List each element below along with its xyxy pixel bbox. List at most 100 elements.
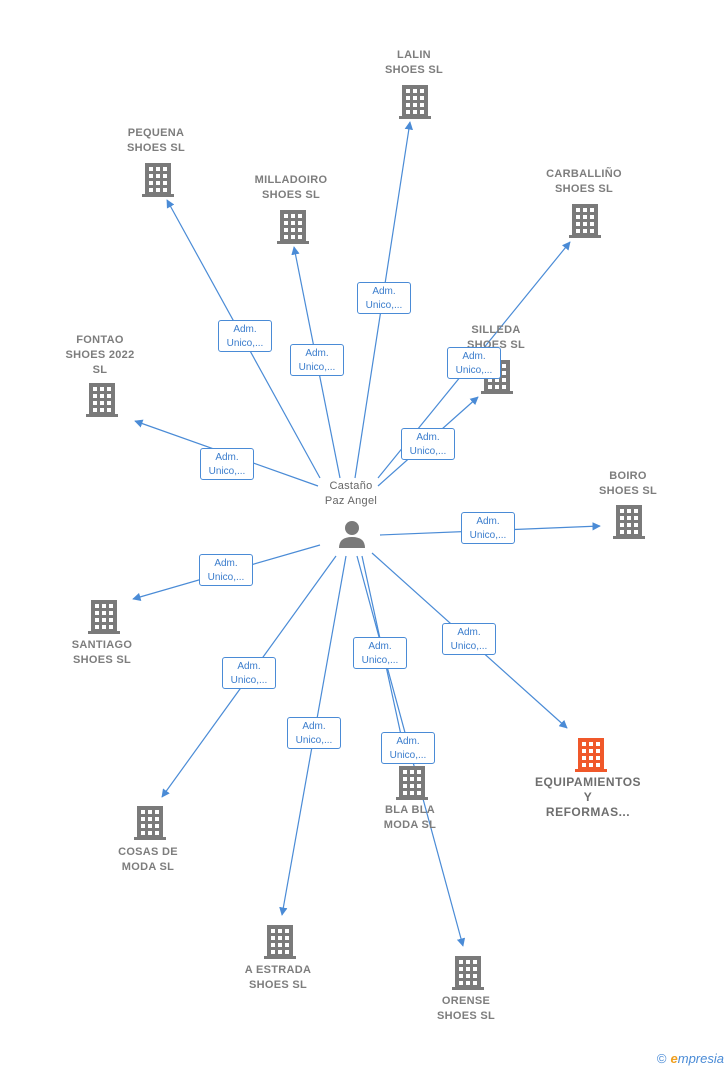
role-label-line1: Adm.	[214, 558, 238, 569]
company-nodes	[86, 85, 645, 990]
company-label-line: SILLEDA	[471, 324, 521, 336]
company-label-line: SL	[92, 364, 108, 376]
role-label-line2: Unico,...	[208, 466, 246, 477]
person-name-label[interactable]: Castaño Paz Angel	[325, 479, 377, 509]
role-label-pequena[interactable]: Adm. Unico,...	[218, 320, 272, 352]
company-label-line: CARBALLIÑO	[546, 168, 622, 180]
role-label-line1: Adm.	[215, 452, 239, 463]
company-label-line: LALIN	[397, 49, 431, 61]
role-label-line2: Unico,...	[365, 300, 403, 311]
company-label-lalin[interactable]: LALIN SHOES SL	[385, 48, 443, 78]
role-label-line1: Adm.	[237, 661, 261, 672]
company-label-milladoiro[interactable]: MILLADOIRO SHOES SL	[255, 173, 328, 203]
role-label-line1: Adm.	[233, 324, 257, 335]
company-label-line: PEQUENA	[127, 127, 185, 139]
company-label-orense[interactable]: ORENSE SHOES SL	[437, 994, 495, 1024]
role-label-line1: Adm.	[305, 348, 329, 359]
role-label-milladoiro[interactable]: Adm. Unico,...	[290, 344, 344, 376]
role-label-estrada[interactable]: Adm. Unico,...	[287, 717, 341, 749]
company-label-cosas[interactable]: COSAS DE MODA SL	[118, 845, 178, 875]
company-label-line: SHOES SL	[554, 183, 614, 195]
person-name-line1: Castaño	[329, 480, 373, 492]
company-label-line: BLA BLA	[385, 804, 435, 816]
role-label-line2: Unico,...	[450, 641, 488, 652]
role-label-equipamientos[interactable]: Adm. Unico,...	[442, 623, 496, 655]
company-label-line: SHOES SL	[72, 654, 132, 666]
company-label-estrada[interactable]: A ESTRADA SHOES SL	[245, 963, 311, 993]
person-icon[interactable]	[339, 521, 365, 548]
building-icon-boiro[interactable]	[613, 505, 645, 539]
role-label-line2: Unico,...	[295, 735, 333, 746]
company-label-line: SHOES SL	[436, 1010, 496, 1022]
building-icon-fontao[interactable]	[86, 383, 118, 417]
company-label-line: COSAS DE	[118, 846, 178, 858]
person-name-line2: Paz Angel	[324, 495, 378, 507]
company-label-line: MODA SL	[121, 861, 175, 873]
role-label-lalin[interactable]: Adm. Unico,...	[357, 282, 411, 314]
building-icon-orense[interactable]	[452, 956, 484, 990]
role-label-santiago[interactable]: Adm. Unico,...	[199, 554, 253, 586]
company-label-line: SHOES SL	[248, 979, 308, 991]
role-label-fontao[interactable]: Adm. Unico,...	[200, 448, 254, 480]
company-label-carballino[interactable]: CARBALLIÑO SHOES SL	[546, 167, 622, 197]
role-label-line1: Adm.	[476, 516, 500, 527]
role-label-line1: Adm.	[368, 641, 392, 652]
company-label-line: MODA SL	[383, 819, 437, 831]
building-icon-cosas[interactable]	[134, 806, 166, 840]
building-icon-estrada[interactable]	[264, 925, 296, 959]
building-icon-lalin[interactable]	[399, 85, 431, 119]
role-label-line1: Adm.	[302, 721, 326, 732]
company-label-line: A ESTRADA	[244, 964, 312, 976]
company-label-line: MILLADOIRO	[254, 174, 328, 186]
company-label-line: EQUIPAMIENTOS	[534, 775, 642, 789]
role-label-line2: Unico,...	[298, 362, 336, 373]
role-label-line2: Unico,...	[207, 572, 245, 583]
company-label-line: SANTIAGO	[71, 639, 133, 651]
copyright-symbol: ©	[656, 1051, 667, 1066]
role-label-orense[interactable]: Adm. Unico,...	[381, 732, 435, 764]
role-label-cosas[interactable]: Adm. Unico,...	[222, 657, 276, 689]
company-label-line: BOIRO	[609, 470, 647, 482]
role-label-boiro[interactable]: Adm. Unico,...	[461, 512, 515, 544]
company-label-line: REFORMAS...	[545, 805, 631, 819]
role-label-line2: Unico,...	[469, 530, 507, 541]
role-label-line1: Adm.	[457, 627, 481, 638]
building-icon-pequena[interactable]	[142, 163, 174, 197]
brand-logo-initial: e	[670, 1051, 678, 1066]
company-label-line: Y	[583, 790, 593, 804]
company-label-blabla[interactable]: BLA BLA MODA SL	[384, 803, 436, 833]
role-label-line2: Unico,...	[226, 338, 264, 349]
company-label-line: SHOES 2022	[65, 349, 135, 361]
brand-logo-text: mpresia	[677, 1051, 724, 1066]
edges	[132, 121, 601, 947]
company-label-pequena[interactable]: PEQUENA SHOES SL	[127, 126, 185, 156]
brand-footer[interactable]: ©empresia	[657, 1051, 724, 1066]
role-label-line2: Unico,...	[409, 446, 447, 457]
role-label-line1: Adm.	[462, 351, 486, 362]
role-label-silleda[interactable]: Adm. Unico,...	[401, 428, 455, 460]
role-label-line1: Adm.	[372, 286, 396, 297]
role-label-line2: Unico,...	[389, 750, 427, 761]
company-label-line: SHOES SL	[384, 64, 444, 76]
building-icon-carballino[interactable]	[569, 204, 601, 238]
building-icon-milladoiro[interactable]	[277, 210, 309, 244]
role-label-carballino[interactable]: Adm. Unico,...	[447, 347, 501, 379]
company-label-line: ORENSE	[441, 995, 491, 1007]
company-label-line: SHOES SL	[126, 142, 186, 154]
company-label-santiago[interactable]: SANTIAGO SHOES SL	[72, 638, 132, 668]
company-label-boiro[interactable]: BOIRO SHOES SL	[599, 469, 657, 499]
role-label-line2: Unico,...	[230, 675, 268, 686]
building-icon-santiago[interactable]	[88, 600, 120, 634]
role-label-line1: Adm.	[396, 736, 420, 747]
company-label-line: FONTAO	[76, 334, 124, 346]
role-label-line1: Adm.	[416, 432, 440, 443]
company-label-line: SHOES SL	[598, 485, 658, 497]
role-label-blabla[interactable]: Adm.Unico,...	[353, 637, 407, 669]
building-icon-equipamientos[interactable]	[575, 738, 607, 772]
building-icon-blabla[interactable]	[396, 766, 428, 800]
role-label-line2: Unico,...	[455, 365, 493, 376]
company-label-line: SHOES SL	[261, 189, 321, 201]
